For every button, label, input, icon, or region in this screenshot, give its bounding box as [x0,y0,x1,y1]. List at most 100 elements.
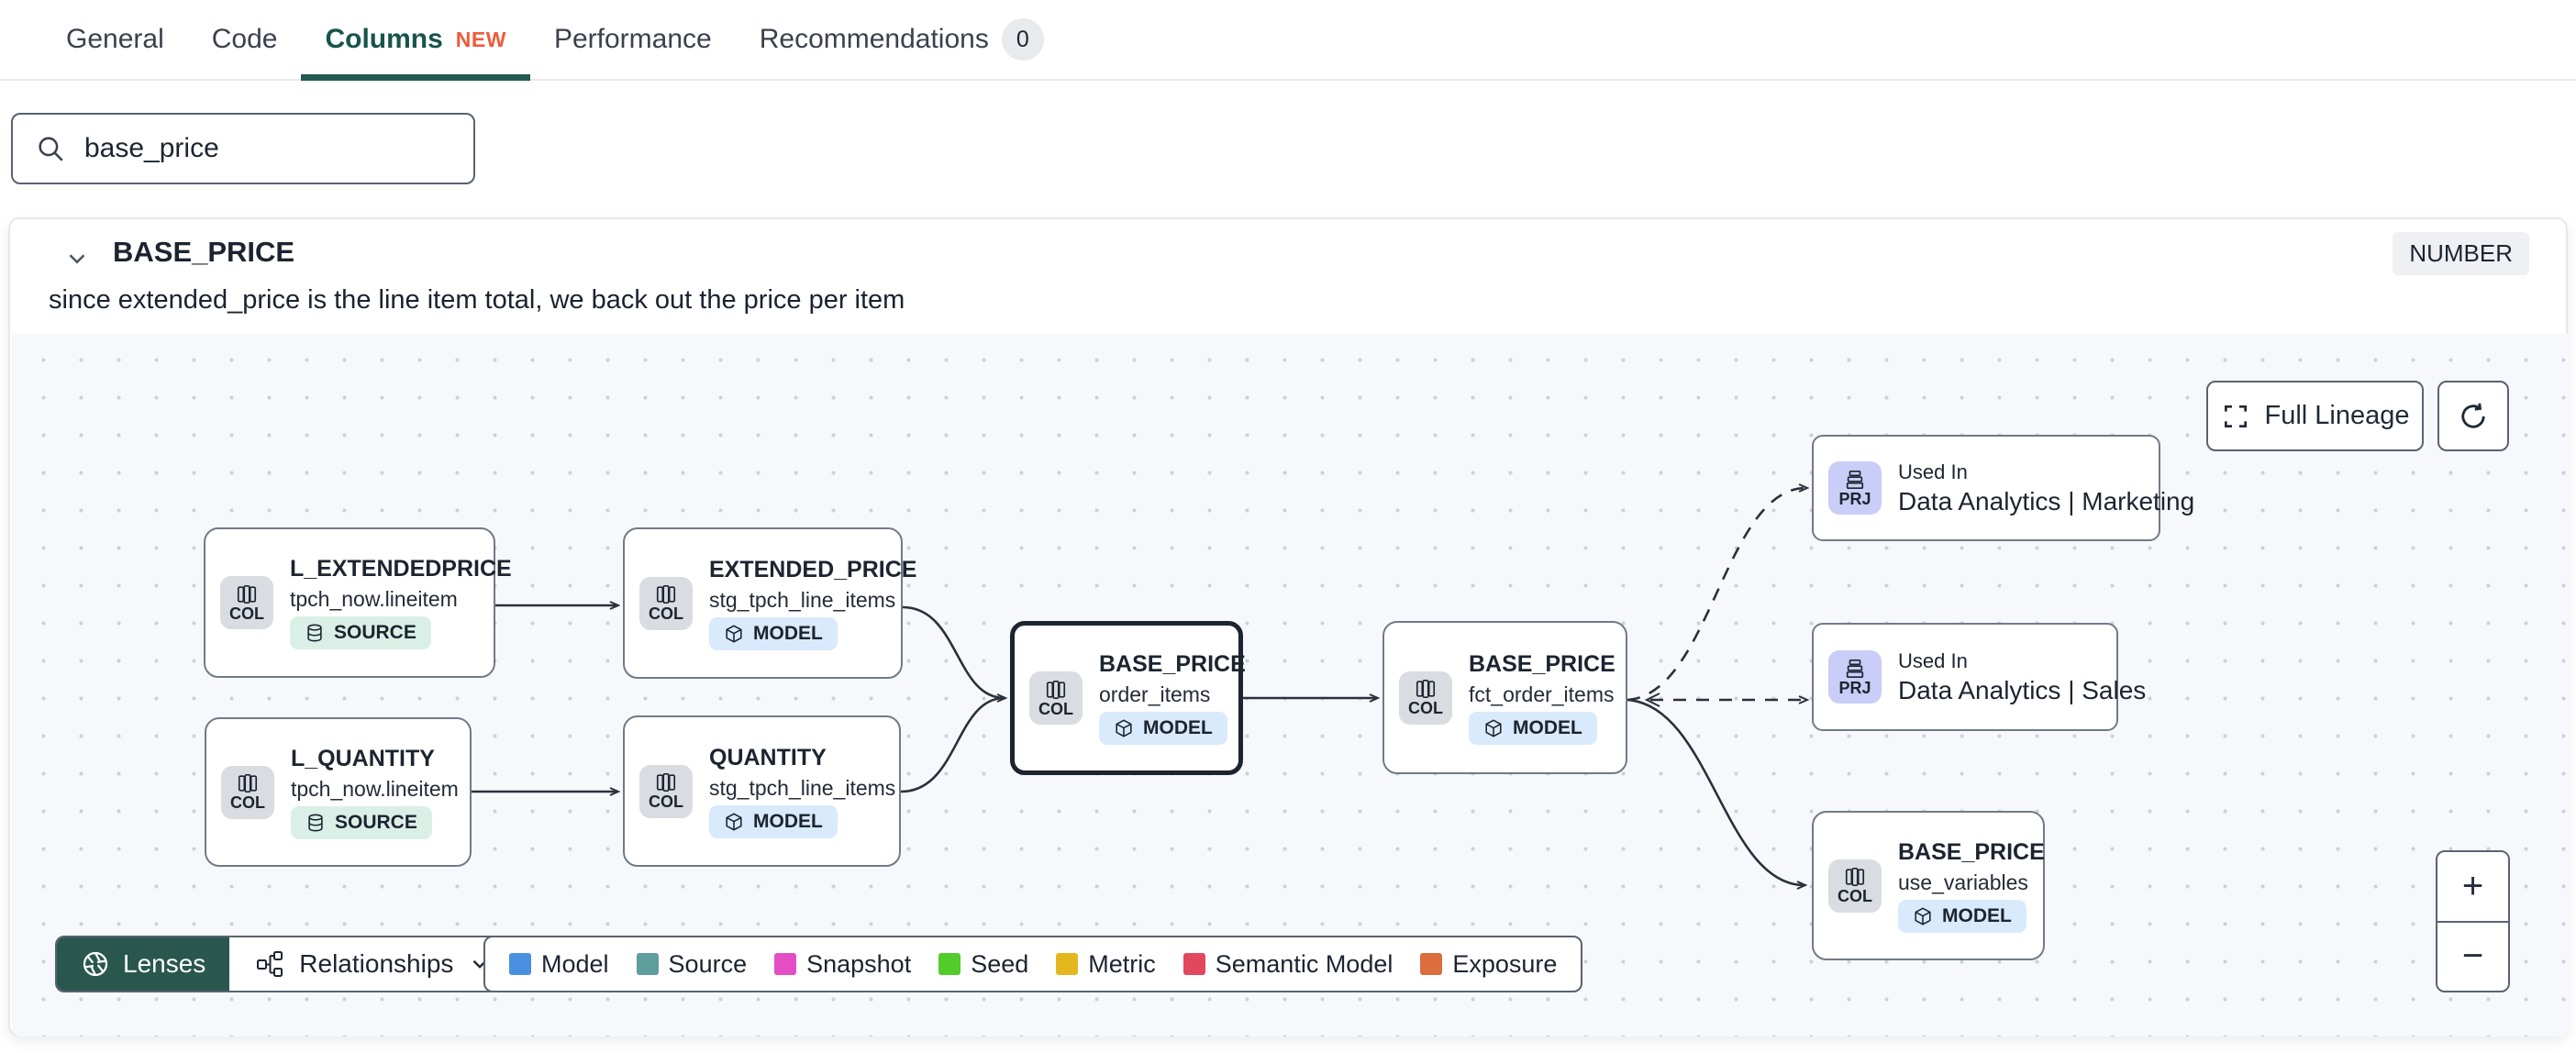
exposure-kicker: Used In [1898,648,1968,672]
node-title: L_QUANTITY [291,745,435,771]
resource-type-pill: MODEL [1469,711,1597,745]
column-search [11,113,475,184]
node-subtitle: tpch_now.lineitem [290,587,458,611]
legend-swatch [1420,953,1443,975]
cube-icon [726,812,742,831]
badge-label: COL [649,793,683,812]
lineage-canvas[interactable]: COL L_EXTENDEDPRICE tpch_now.lineitem SO… [12,334,2568,1036]
tab-label: General [66,24,164,54]
resource-legend: Model Source Snapshot Seed Metric [483,936,1583,992]
columns-icon [1845,867,1865,887]
resource-type-pill: MODEL [1898,899,2026,933]
project-badge: PRJ [1828,650,1882,704]
node-title: L_EXTENDEDPRICE [290,556,512,582]
search-icon [39,137,63,161]
resource-type-pill: SOURCE [291,805,432,839]
node-title: EXTENDED_PRICE [709,556,917,582]
resource-type-pill: MODEL [1099,712,1227,745]
column-description: since extended_price is the line item to… [49,285,905,315]
node-subtitle: fct_order_items [1469,682,1615,706]
relationships-label: Relationships [299,949,454,978]
tab-label: Recommendations [759,24,989,54]
tab-columns[interactable]: Columns NEW [301,0,530,81]
cube-icon [726,624,742,643]
column-card: BASE_PRICE NUMBER since extended_price i… [8,217,2568,1036]
archive-icon [1846,659,1864,678]
legend-item: Seed [938,950,1028,979]
resource-type-pill: MODEL [709,616,838,650]
badge-label: COL [229,604,264,623]
node-base-price-fct-order-items[interactable]: COL BASE_PRICE fct_order_items MODEL [1382,621,1627,774]
legend-item: Metric [1056,950,1156,979]
node-extended-price[interactable]: COL EXTENDED_PRICE stg_tpch_line_items M… [623,527,916,679]
legend-label: Snapshot [806,949,912,978]
chevron-down-icon[interactable] [63,245,91,272]
pill-label: MODEL [1942,904,2012,926]
lenses-label: Lenses [123,949,206,978]
legend-swatch [636,953,659,975]
column-badge: COL [1828,859,1882,913]
column-name: BASE_PRICE [113,236,295,268]
column-type-badge: NUMBER [2393,232,2529,275]
column-badge: COL [221,765,274,819]
node-subtitle: tpch_now.lineitem [291,776,459,801]
columns-icon [238,773,258,793]
zoom-out-button[interactable]: − [2437,922,2508,991]
tab-label: Performance [553,24,712,54]
tab-bar: General Code Columns NEW Performance Rec… [0,0,2576,81]
fullscreen-icon [2224,405,2247,427]
tab-label: Code [211,24,278,54]
legend-swatch [774,953,797,975]
node-l-quantity[interactable]: COL L_QUANTITY tpch_now.lineitem SOURCE [205,717,472,867]
legend-swatch [1056,953,1079,975]
relationships-dropdown[interactable]: Relationships [229,937,518,991]
legend-label: Metric [1088,949,1156,978]
badge-label: COL [1038,699,1073,718]
refresh-icon [2461,403,2485,428]
column-badge: COL [1399,671,1452,725]
tab-code[interactable]: Code [188,0,302,79]
pill-label: MODEL [753,622,823,644]
badge-label: COL [1408,699,1443,718]
node-base-price-order-items[interactable]: COL BASE_PRICE order_items MODEL [1010,621,1246,775]
badge-label: COL [1838,887,1872,906]
search-input[interactable] [84,133,433,164]
recommendations-count-badge: 0 [1001,18,1044,61]
node-title: BASE_PRICE [1099,651,1246,677]
legend-swatch [509,953,531,975]
pill-label: MODEL [1143,717,1213,738]
resource-type-pill: MODEL [709,804,838,838]
database-icon [308,814,323,831]
node-l-extendedprice[interactable]: COL L_EXTENDEDPRICE tpch_now.lineitem SO… [204,527,512,678]
project-badge: PRJ [1828,461,1882,515]
cube-icon [1116,719,1132,737]
tab-general[interactable]: General [42,0,188,79]
node-title: BASE_PRICE [1469,650,1616,677]
legend-label: Source [668,949,748,978]
legend-label: Model [541,949,609,978]
tab-performance[interactable]: Performance [530,0,736,79]
relationships-icon [257,951,283,977]
refresh-button[interactable] [2437,381,2509,451]
pill-label: SOURCE [334,622,416,643]
badge-label: PRJ [1838,678,1871,697]
zoom-in-button[interactable]: + [2437,852,2508,923]
node-base-price-use-variables[interactable]: COL BASE_PRICE use_variables MODEL [1812,811,2045,960]
column-badge: COL [639,576,693,630]
node-exposure-marketing[interactable]: PRJ Used In Data Analytics | Marketing [1812,435,2194,541]
full-lineage-button[interactable]: Full Lineage [2206,381,2424,451]
node-quantity[interactable]: COL QUANTITY stg_tpch_line_items MODEL [623,715,901,867]
node-exposure-sales[interactable]: PRJ Used In Data Analytics | Sales [1812,623,2146,731]
aperture-icon [83,951,108,977]
legend-item: Semantic Model [1183,950,1393,979]
exposure-title: Data Analytics | Marketing [1898,486,2195,515]
tab-recommendations[interactable]: Recommendations 0 [736,0,1068,79]
archive-icon [1846,470,1864,489]
resource-type-pill: SOURCE [290,616,431,649]
lenses-button[interactable]: Lenses [57,937,230,991]
columns-icon [237,584,257,604]
legend-label: Exposure [1452,949,1558,978]
pill-label: MODEL [1513,716,1582,738]
legend-item: Snapshot [774,950,911,979]
column-badge: COL [1029,671,1083,725]
